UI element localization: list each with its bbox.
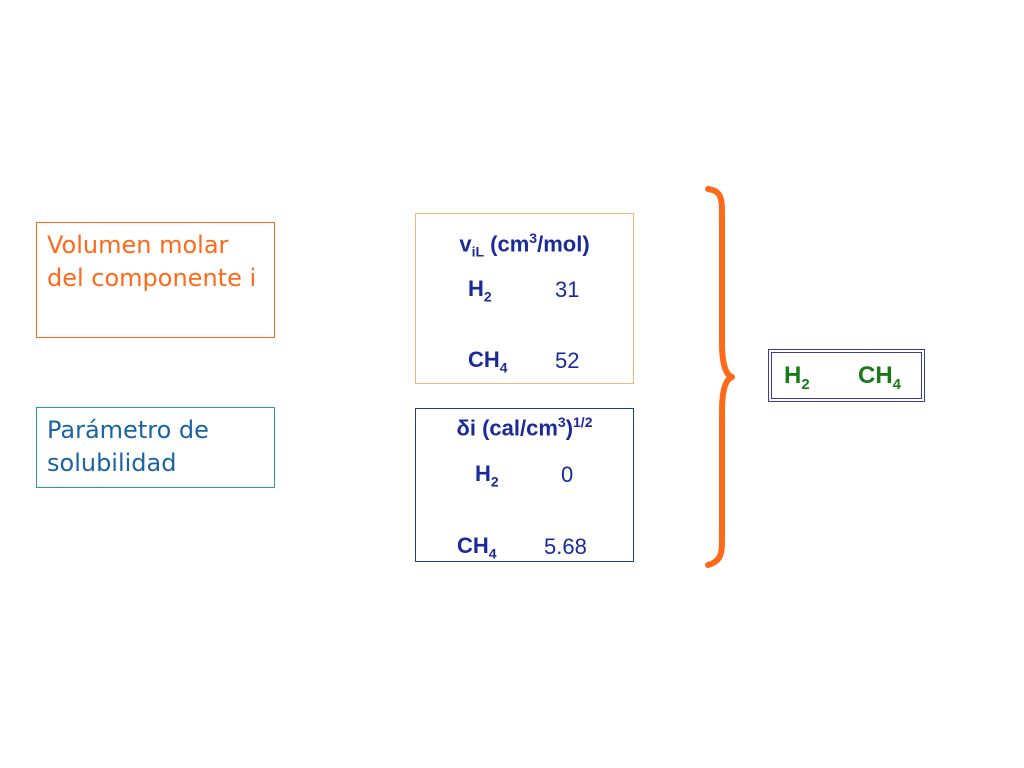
volumen-molar-label: Volumen molar del componente i bbox=[47, 231, 257, 292]
molar-volume-header: viL (cm3/mol) bbox=[459, 230, 590, 260]
volumen-molar-label-box: Volumen molar del componente i bbox=[36, 222, 275, 338]
molar-volume-species-h2: H2 bbox=[468, 276, 492, 305]
molar-volume-table: viL (cm3/mol) H2 31 CH4 52 bbox=[415, 213, 634, 384]
solubility-table: δi (cal/cm3)1/2 H2 0 CH4 5.68 bbox=[415, 408, 634, 562]
result-box: H2 CH4 bbox=[768, 349, 925, 402]
solubility-value-ch4: 5.68 bbox=[544, 534, 587, 559]
result-box-inner: H2 CH4 bbox=[771, 352, 922, 399]
solubility-species-ch4: CH4 bbox=[457, 533, 497, 562]
parametro-solubilidad-label-box: Parámetro de solubilidad bbox=[36, 407, 275, 488]
parametro-solubilidad-label: Parámetro de solubilidad bbox=[47, 416, 209, 477]
molar-volume-value-h2: 31 bbox=[555, 277, 580, 302]
result-species-h2: H2 bbox=[784, 362, 810, 393]
solubility-header: δi (cal/cm3)1/2 bbox=[456, 414, 593, 441]
molar-volume-species-ch4: CH4 bbox=[468, 347, 508, 376]
solubility-species-h2: H2 bbox=[475, 461, 499, 490]
result-species-ch4: CH4 bbox=[858, 362, 902, 393]
right-curly-brace-icon bbox=[705, 186, 735, 568]
molar-volume-value-ch4: 52 bbox=[555, 348, 580, 373]
solubility-value-h2: 0 bbox=[561, 462, 574, 487]
